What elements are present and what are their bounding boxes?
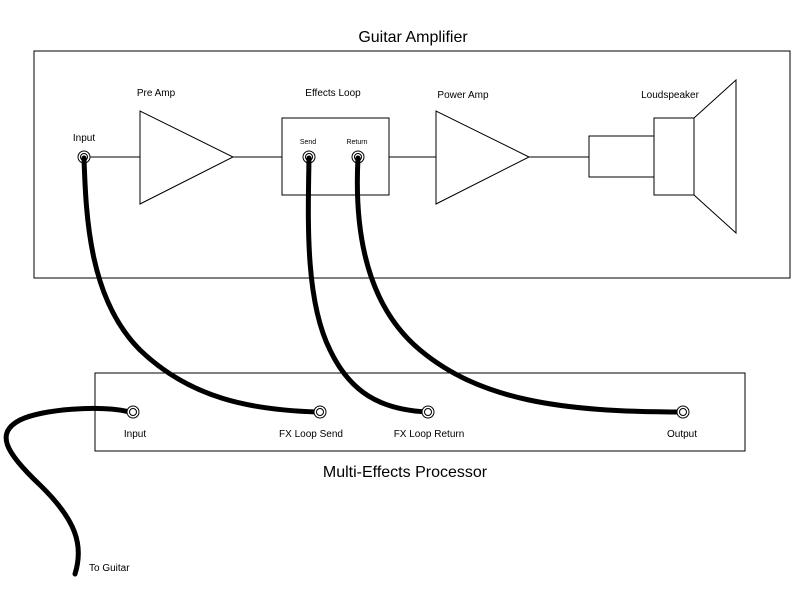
effects-loop-send-label: Send — [300, 139, 316, 146]
preamp-label: Pre Amp — [137, 88, 176, 99]
processor-fx-send-label: FX Loop Send — [279, 429, 343, 440]
processor-input-label: Input — [124, 429, 146, 440]
cable-amp-return-to-processor-output — [354, 155, 686, 415]
processor-output-label: Output — [667, 429, 697, 440]
power-amp-triangle — [435, 110, 531, 205]
processor-fx-return-label: FX Loop Return — [394, 429, 465, 440]
amp-input-label: Input — [73, 133, 95, 144]
amplifier-title: Guitar Amplifier — [358, 29, 468, 46]
loudspeaker-icon — [588, 78, 737, 235]
preamp-triangle — [139, 110, 235, 205]
cable-amp-send-to-processor-fx-return — [305, 155, 431, 415]
power-amp-label: Power Amp — [437, 90, 489, 101]
loudspeaker-label: Loudspeaker — [641, 90, 699, 101]
processor-input-jack[interactable] — [126, 405, 140, 419]
processor-output-jack[interactable] — [676, 405, 690, 419]
effects-loop-return-label: Return — [346, 139, 367, 146]
processor-title: Multi-Effects Processor — [323, 464, 488, 481]
effects-loop-label: Effects Loop — [305, 88, 361, 99]
to-guitar-label: To Guitar — [89, 563, 130, 574]
processor-fx-return-jack[interactable] — [421, 405, 435, 419]
effects-loop-box — [281, 117, 390, 196]
cable-guitar-to-processor-input — [3, 406, 133, 577]
processor-fx-send-jack[interactable] — [313, 405, 327, 419]
cable-amp-input-to-processor-fx-send — [81, 155, 321, 415]
